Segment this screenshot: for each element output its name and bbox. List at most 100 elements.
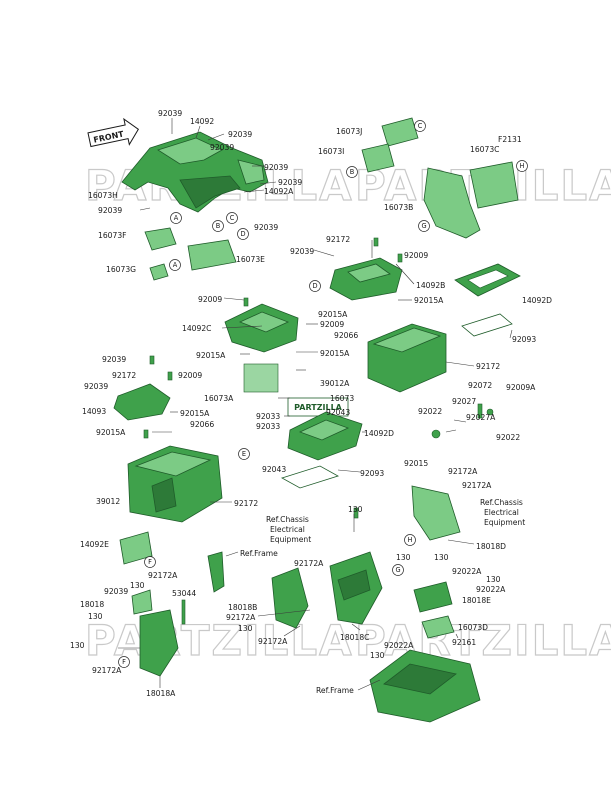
guard-18018: [131, 589, 153, 615]
label-l44: 92027A: [466, 413, 496, 422]
label-l52: 92066: [190, 420, 214, 429]
label-l67: 18018: [80, 600, 104, 609]
cover-16073B: [423, 167, 481, 239]
label-l02: 14092: [190, 117, 214, 126]
label-l43: 92022: [418, 407, 442, 416]
label-l74: 92172A: [294, 559, 324, 568]
callout-markers: A B C D A C B H G D E F F G H: [118, 120, 528, 668]
label-l40: 92072: [468, 381, 492, 390]
ref-chassis-2-line1: Ref.Chassis: [480, 498, 523, 507]
label-l17: 16073B: [384, 203, 413, 212]
callout-a-2: A: [169, 259, 181, 271]
svg-text:A: A: [173, 261, 178, 269]
label-l84: 92022A: [384, 641, 414, 650]
label-l69: 130: [88, 612, 103, 621]
svg-text:D: D: [312, 282, 317, 290]
label-l12: 16073E: [236, 255, 265, 264]
label-l24: 92009: [198, 295, 222, 304]
label-l66: 53044: [172, 589, 196, 598]
center-logo: PARTZILLA: [243, 363, 349, 417]
label-l19: 92039: [290, 247, 314, 256]
label-l68: 130: [130, 581, 145, 590]
label-l49: 92039: [84, 382, 108, 391]
callout-e-1: E: [238, 448, 250, 460]
label-l74b: 92172A: [92, 666, 122, 675]
label-l21: 14092B: [416, 281, 445, 290]
guard-18018B: [271, 567, 309, 629]
label-l11: 16073F: [98, 231, 127, 240]
label-l23: 92015A: [414, 296, 444, 305]
svg-text:A: A: [174, 214, 179, 222]
svg-text:D: D: [240, 230, 245, 238]
label-l78: 92022A: [452, 567, 482, 576]
callout-d-2: D: [309, 280, 321, 292]
svg-text:B: B: [216, 222, 221, 230]
watermark-text-3: PARTZILLA: [85, 616, 354, 665]
guard-18018D: [411, 485, 461, 541]
label-l30: 92093: [512, 335, 536, 344]
cover-16073I: [361, 143, 395, 173]
label-l53: 92015A: [96, 428, 126, 437]
label-l22: 14092D: [522, 296, 552, 305]
label-l56: 92015: [404, 459, 428, 468]
label-l46: 92039: [102, 355, 126, 364]
bracket-14093: [113, 383, 171, 421]
pad-16073D: [421, 615, 455, 639]
ref-chassis-2-line2: Electrical: [484, 508, 519, 517]
leader-lines: [118, 118, 513, 691]
label-l54: 92043: [262, 465, 286, 474]
label-l15: 16073I: [318, 147, 344, 156]
callout-h-1: H: [516, 160, 528, 172]
label-l01: 92039: [158, 109, 182, 118]
label-l71: 92172A: [226, 613, 256, 622]
gasket-92093-lower: [280, 465, 340, 489]
label-l70: 18018B: [228, 603, 257, 612]
callout-c-2: C: [414, 120, 426, 132]
label-l35: 16073: [330, 394, 354, 403]
label-l36: 92033: [256, 412, 280, 421]
label-l64: 92172A: [148, 571, 178, 580]
label-l14: 16073J: [336, 127, 362, 136]
label-l47: 92172: [112, 371, 136, 380]
plate-14092E: [119, 531, 153, 565]
ref-notes: Ref.Chassis Electrical Equipment Ref.Cha…: [240, 498, 525, 695]
label-l38: 92043: [326, 408, 350, 417]
label-l16: 16073C: [470, 145, 499, 154]
label-l50: 14093: [82, 407, 106, 416]
callout-h-2: H: [404, 534, 416, 546]
label-l75: 18018A: [146, 689, 176, 698]
svg-text:H: H: [408, 536, 413, 544]
page-code: F2131: [498, 135, 522, 144]
ref-chassis-1-line2: Electrical: [270, 525, 305, 534]
fasteners: [143, 237, 483, 625]
callout-g-1: G: [418, 220, 430, 232]
label-l39: 14092D: [364, 429, 394, 438]
label-l61: 130: [348, 505, 363, 514]
label-l48: 92009: [178, 371, 202, 380]
label-l85: 92161: [452, 638, 476, 647]
label-l10: 92039: [254, 223, 278, 232]
callout-d-1: D: [237, 228, 249, 240]
svg-text:F: F: [122, 658, 126, 666]
bracket-ref-frame: [207, 551, 225, 593]
label-l32: 92015A: [320, 349, 350, 358]
svg-text:H: H: [520, 162, 525, 170]
ref-frame-1: Ref.Frame: [240, 549, 278, 558]
label-l86b: 130: [70, 641, 85, 650]
label-l27: 92015A: [318, 310, 348, 319]
label-l09: 92039: [98, 206, 122, 215]
label-l31: 92172: [476, 362, 500, 371]
cover-16073E: [187, 239, 237, 271]
gasket-92093-upper: [461, 313, 513, 337]
ref-chassis-2-line3: Equipment: [484, 518, 525, 527]
label-l25: 14092C: [182, 324, 211, 333]
svg-text:C: C: [230, 214, 235, 222]
label-l72: 130: [238, 624, 253, 633]
ref-frame-2: Ref.Frame: [316, 686, 354, 695]
label-l55: 92093: [360, 469, 384, 478]
guard-18018A: [139, 609, 179, 677]
callout-a-1: A: [170, 212, 182, 224]
label-l80: 92022A: [476, 585, 506, 594]
front-arrow: FRONT: [87, 117, 140, 148]
